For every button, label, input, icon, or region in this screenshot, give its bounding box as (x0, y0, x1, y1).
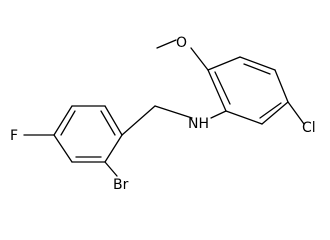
bond (225, 110, 263, 125)
chlorine-label: Cl (302, 120, 316, 136)
bond (207, 56, 241, 71)
bond (104, 134, 123, 163)
double-bond-inner (243, 63, 271, 75)
bond (207, 69, 227, 112)
bond-methylene-nitrogen (154, 105, 193, 119)
amine-label: NH (188, 116, 209, 132)
bromine-label: Br (113, 177, 129, 191)
double-bond-inner (214, 71, 231, 105)
bond-ring-oxygen (190, 47, 209, 71)
double-bond-inner (100, 110, 116, 136)
double-bond-inner (259, 102, 282, 119)
bond (104, 105, 123, 136)
bond (239, 56, 276, 71)
fluorine-label: F (10, 128, 18, 144)
molecule-drawing: F Br NH O Cl (10, 35, 316, 191)
bond-to-chlorine (287, 101, 305, 125)
structure-diagram: F Br NH O Cl (10, 35, 316, 191)
bond-to-bromine (104, 161, 118, 177)
bond (261, 101, 289, 125)
double-bond-inner (60, 110, 76, 136)
bond (53, 134, 73, 163)
bond-to-methylene (121, 105, 156, 136)
bond-nitrogen-ring (210, 110, 227, 119)
bond (274, 69, 289, 103)
oxygen-label: O (176, 35, 187, 51)
bond (53, 105, 73, 136)
bond-oxygen-methyl (156, 39, 177, 49)
bromofluorophenyl-ring (53, 105, 123, 163)
chloromethoxyphenyl-ring (207, 56, 289, 125)
